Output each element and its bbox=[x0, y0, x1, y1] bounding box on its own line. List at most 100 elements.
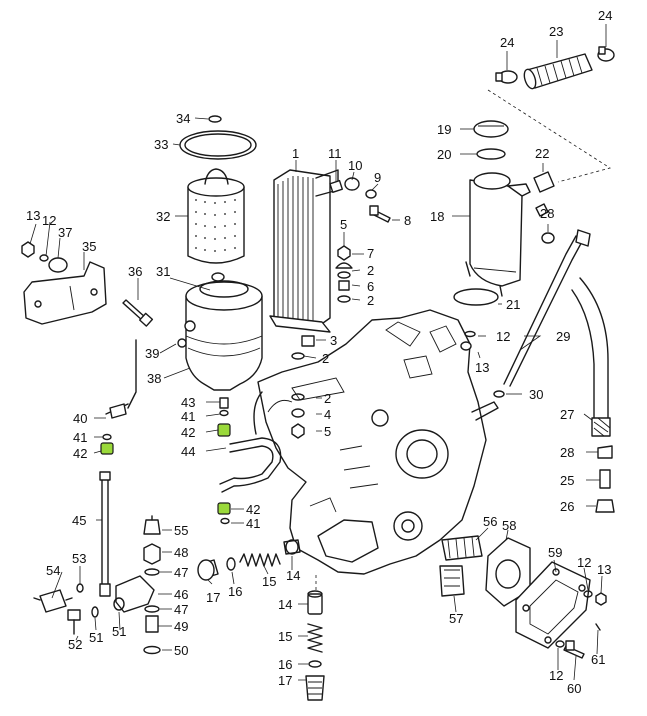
callout-49: 49 bbox=[174, 619, 188, 634]
callout-25: 25 bbox=[560, 473, 574, 488]
part-pressure-switch bbox=[33, 583, 99, 635]
part-seal bbox=[493, 390, 505, 398]
callout-9: 9 bbox=[374, 170, 381, 185]
callout-13: 13 bbox=[597, 562, 611, 577]
part-sender-stack bbox=[143, 515, 161, 655]
part-bolt bbox=[122, 299, 154, 327]
callout-22: 22 bbox=[535, 146, 549, 161]
callout-16: 16 bbox=[278, 657, 292, 672]
part-seal-ring bbox=[208, 115, 222, 123]
part-small-nut bbox=[21, 241, 68, 273]
callout-59: 59 bbox=[548, 545, 562, 560]
callout-21: 21 bbox=[506, 297, 520, 312]
part-small-washer bbox=[460, 330, 476, 351]
callout-43: 43 bbox=[181, 395, 195, 410]
part-sender-block bbox=[113, 575, 155, 613]
callout-8: 8 bbox=[404, 213, 411, 228]
callout-31: 31 bbox=[156, 264, 170, 279]
part-oil-cooler bbox=[269, 169, 339, 333]
callout-44: 44 bbox=[181, 444, 195, 459]
callout-18: 18 bbox=[430, 209, 444, 224]
callout-47: 47 bbox=[174, 602, 188, 617]
callout-60: 60 bbox=[567, 681, 581, 696]
callout-7: 7 bbox=[367, 246, 374, 261]
part-cooler-fittings bbox=[329, 177, 391, 223]
callout-17: 17 bbox=[278, 673, 292, 688]
part-crankcase bbox=[253, 309, 499, 575]
part-pump-cover bbox=[515, 561, 591, 649]
callout-28: 28 bbox=[560, 445, 574, 460]
callout-1: 1 bbox=[292, 146, 299, 161]
part-long-rod bbox=[99, 471, 111, 597]
callout-57: 57 bbox=[449, 611, 463, 626]
callout-2: 2 bbox=[367, 263, 374, 278]
callout-40: 40 bbox=[73, 411, 87, 426]
callout-6: 6 bbox=[367, 279, 374, 294]
callout-42: 42 bbox=[246, 502, 260, 517]
part-tank-gasket bbox=[453, 288, 499, 306]
part-oil-tank bbox=[465, 172, 531, 297]
callout-10: 10 bbox=[348, 158, 362, 173]
part-hose bbox=[523, 53, 593, 90]
callout-12: 12 bbox=[496, 329, 510, 344]
callout-56: 56 bbox=[483, 514, 497, 529]
callout-3: 3 bbox=[330, 333, 337, 348]
leader-lines bbox=[29, 24, 607, 681]
callout-52: 52 bbox=[68, 637, 82, 652]
callout-42: 42 bbox=[73, 446, 87, 461]
callout-51: 51 bbox=[112, 624, 126, 639]
callout-30: 30 bbox=[529, 387, 543, 402]
callout-2: 2 bbox=[367, 293, 374, 308]
callout-20: 20 bbox=[437, 147, 451, 162]
callout-16: 16 bbox=[228, 584, 242, 599]
callout-19: 19 bbox=[437, 122, 451, 137]
callout-5: 5 bbox=[340, 217, 347, 232]
part-tank-fitting bbox=[533, 171, 555, 244]
callout-36: 36 bbox=[128, 264, 142, 279]
callout-2: 2 bbox=[322, 351, 329, 366]
callout-38: 38 bbox=[147, 371, 161, 386]
part-highlighted-fitting bbox=[100, 423, 231, 515]
callout-51: 51 bbox=[89, 630, 103, 645]
part-banjo-bolt bbox=[102, 397, 230, 525]
callout-11: 11 bbox=[328, 146, 342, 161]
callout-13: 13 bbox=[26, 208, 40, 223]
callout-5: 5 bbox=[324, 424, 331, 439]
callout-42: 42 bbox=[181, 425, 195, 440]
part-cover-fasteners bbox=[555, 590, 607, 659]
part-relief-column bbox=[305, 590, 325, 701]
callout-12: 12 bbox=[549, 668, 563, 683]
callout-48: 48 bbox=[174, 545, 188, 560]
callout-labels: 24 23 24 34 33 32 13 12 37 35 36 31 39 3… bbox=[26, 8, 612, 696]
callout-50: 50 bbox=[174, 643, 188, 658]
callout-41: 41 bbox=[246, 516, 260, 531]
callout-24: 24 bbox=[500, 35, 514, 50]
callout-27: 27 bbox=[560, 407, 574, 422]
callout-24: 24 bbox=[598, 8, 612, 23]
callout-14: 14 bbox=[286, 568, 300, 583]
part-dipstick-tube bbox=[571, 277, 611, 437]
part-tank-cap bbox=[473, 120, 509, 160]
callout-55: 55 bbox=[174, 523, 188, 538]
part-relief-valve bbox=[197, 539, 301, 581]
callout-34: 34 bbox=[176, 111, 190, 126]
part-filter-gasket bbox=[179, 130, 257, 160]
part-washer-stack bbox=[291, 245, 353, 360]
part-dipstick bbox=[503, 229, 591, 387]
part-filter-housing bbox=[177, 272, 263, 391]
part-bracket bbox=[23, 261, 107, 325]
callout-14: 14 bbox=[278, 597, 292, 612]
part-filter-element bbox=[187, 168, 245, 264]
callout-32: 32 bbox=[156, 209, 170, 224]
callout-15: 15 bbox=[278, 629, 292, 644]
callout-28: 28 bbox=[540, 206, 554, 221]
part-oil-line bbox=[105, 339, 282, 493]
callout-33: 33 bbox=[154, 137, 168, 152]
callout-61: 61 bbox=[591, 652, 605, 667]
callout-37: 37 bbox=[58, 225, 72, 240]
callout-45: 45 bbox=[72, 513, 86, 528]
callout-54: 54 bbox=[46, 563, 60, 578]
callout-58: 58 bbox=[502, 518, 516, 533]
callout-47: 47 bbox=[174, 565, 188, 580]
